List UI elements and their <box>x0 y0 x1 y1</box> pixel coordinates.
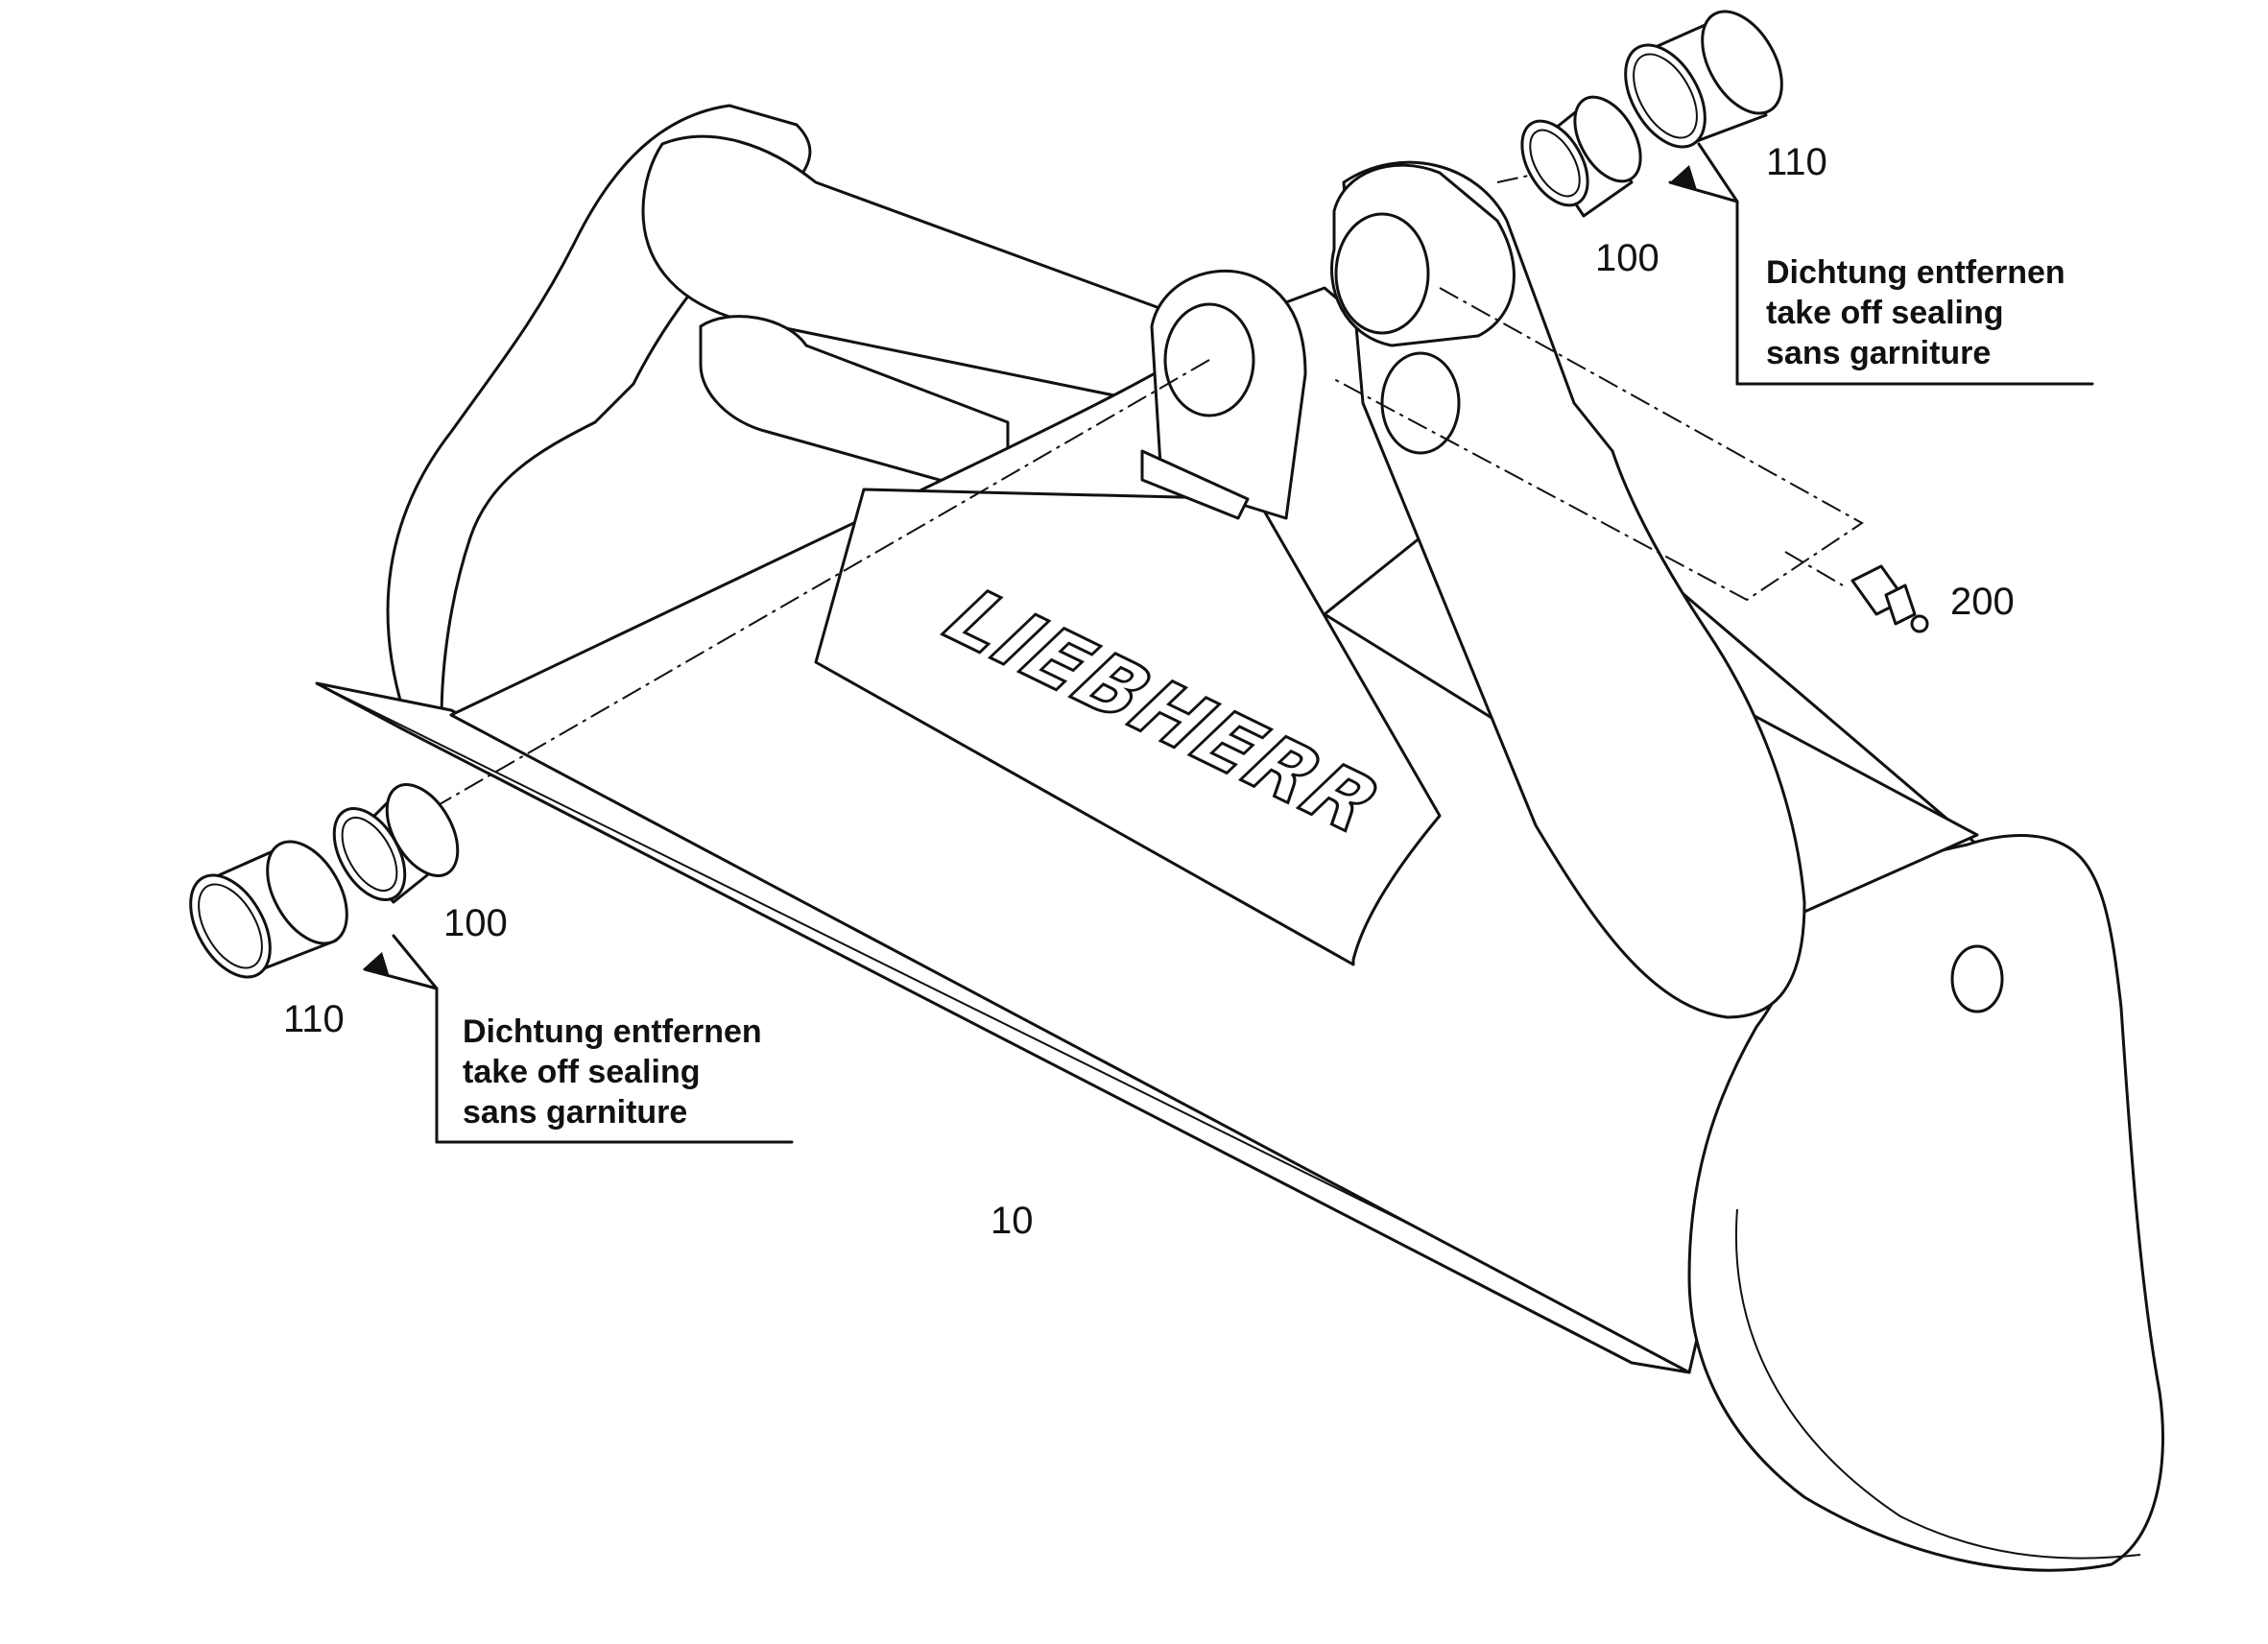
clevis-base <box>1140 449 1250 520</box>
centerline-right-lower <box>1333 287 1864 602</box>
upper-cross-tube <box>641 134 1211 405</box>
left-seal-ring <box>332 783 460 904</box>
label-seal-left: 100 <box>443 902 508 944</box>
note-left-line-1: Dichtung entfernen <box>463 1013 762 1050</box>
note-right-line-1: Dichtung entfernen <box>1766 254 2065 291</box>
label-body: 10 <box>991 1200 1034 1242</box>
label-seal-right: 100 <box>1595 237 1659 279</box>
left-bushing <box>189 840 348 979</box>
bucket-right-side-plate <box>1687 834 2164 1572</box>
note-left-line-2: take off sealing <box>463 1054 701 1090</box>
right-mount-lug <box>1342 160 1806 1019</box>
rear-tube-bore <box>1334 212 1430 335</box>
right-bushing <box>1624 10 1783 149</box>
right-lug-bore-lower <box>1380 351 1461 455</box>
note-left-line-3: sans garniture <box>463 1094 687 1131</box>
centerline-left <box>402 359 1210 826</box>
grease-nipple <box>1850 564 1929 633</box>
label-bush-left: 110 <box>283 998 345 1040</box>
centerline-nipple <box>1784 551 1844 586</box>
bucket-body: LIEBHERR <box>315 104 2164 1572</box>
note-right-line-3: sans garniture <box>1766 335 1991 371</box>
right-seal-ring <box>1520 95 1642 218</box>
left-leader <box>363 934 794 1144</box>
label-bush-right: 110 <box>1766 141 1827 183</box>
note-right-line-2: take off sealing <box>1766 295 2004 331</box>
logo-plate <box>814 488 1442 966</box>
label-grease-nipple: 200 <box>1950 581 2015 623</box>
right-side-bore <box>1950 944 2004 1013</box>
right-leader <box>1668 142 2094 386</box>
